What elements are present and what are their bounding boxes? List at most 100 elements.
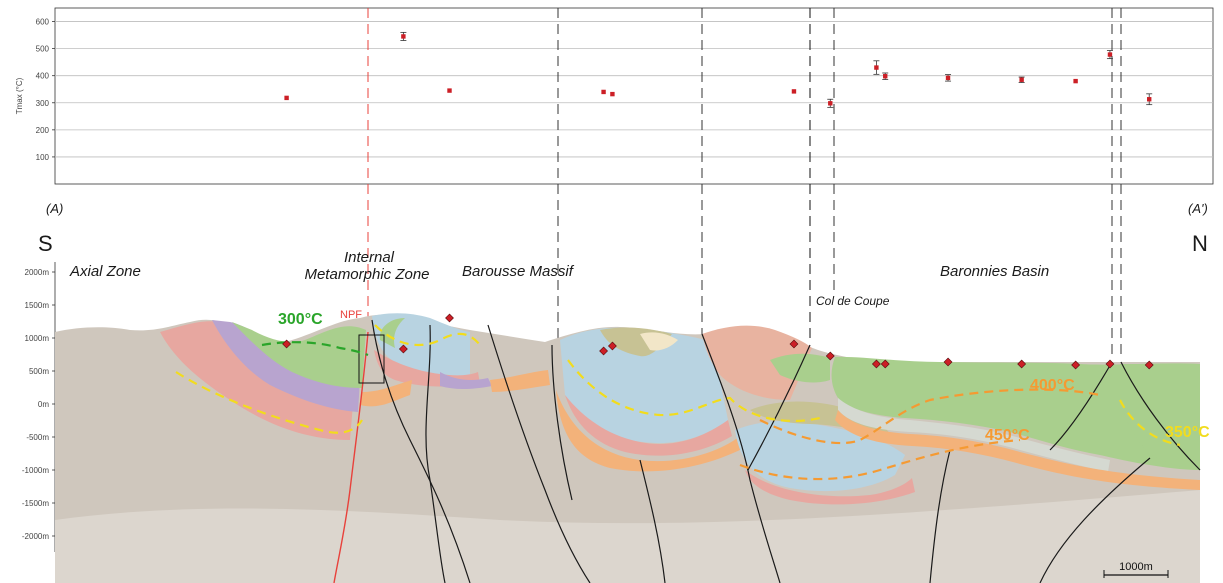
tmax-chart-frame — [54, 7, 1214, 185]
section-end-label: (A') — [1188, 201, 1208, 216]
fault-line — [639, 459, 666, 583]
depth-tick-label: 0m — [38, 400, 49, 409]
tmax-data-point — [601, 89, 606, 95]
scale-bar: 1000m — [1103, 561, 1169, 578]
isotherm-imz — [374, 324, 481, 347]
fault-line — [1120, 361, 1201, 471]
sample-site-marker — [607, 341, 617, 351]
sample-site-marker — [1017, 359, 1027, 369]
fault-line — [1049, 361, 1113, 451]
depth-tick-label: 1000m — [25, 334, 50, 343]
fault-line — [551, 344, 573, 501]
isotherm-400-line — [759, 388, 1101, 445]
axial-green-unit — [232, 322, 366, 388]
sample-site-marker — [825, 351, 835, 361]
section-start-label: (A) — [46, 201, 63, 216]
baronnies-green-unit — [831, 356, 1200, 470]
orange-base-belt-1 — [360, 380, 412, 407]
imz-purple-unit — [440, 372, 492, 389]
fault-line — [929, 449, 951, 583]
fault-line — [425, 324, 446, 583]
inset-location-box — [358, 334, 385, 384]
tmax-data-point — [791, 89, 797, 94]
imz-label-line2: Metamorphic Zone — [304, 266, 429, 283]
barousse-orange-base — [556, 390, 744, 472]
tmax-data-point — [1107, 52, 1113, 57]
barousse-blue-fold — [560, 327, 728, 444]
isotherm-barousse — [567, 359, 821, 423]
isotherm-450-line — [739, 438, 1021, 481]
sample-site-marker — [880, 359, 890, 369]
col-de-coupe-khaki-unit — [750, 401, 895, 440]
baronnies-right-green — [1120, 364, 1200, 470]
npf-label: NPF — [340, 309, 362, 321]
isotherm-450-label: 450°C — [985, 427, 1030, 444]
tmax-data-point — [610, 91, 615, 97]
isotherm-350-line — [1119, 399, 1181, 447]
sample-site-marker — [398, 344, 408, 354]
depth-tick-label: -500m — [26, 433, 49, 442]
sample-site-marker — [1071, 360, 1081, 370]
orange-base-belt-2 — [490, 370, 550, 392]
isotherm-350-axial — [175, 371, 363, 434]
barousse-massif-label: Barousse Massif — [462, 263, 575, 280]
col-de-coupe-label: Col de Coupe — [816, 294, 890, 308]
tmax-data-point — [1019, 77, 1024, 82]
tmax-data-points — [284, 31, 1153, 108]
sample-site-marker — [1144, 360, 1154, 370]
tmax-data-point — [401, 34, 406, 39]
imz-green-unit — [379, 318, 405, 348]
sample-site-marker — [789, 339, 799, 349]
fault-line — [371, 319, 471, 583]
tmax-tick-label: 200 — [36, 126, 50, 135]
fault-line — [1039, 457, 1151, 583]
baronnies-grey-layer — [838, 398, 1110, 472]
sample-site-marker — [445, 313, 454, 323]
sample-site-marker — [1105, 359, 1115, 369]
tmax-tick-label: 100 — [36, 153, 50, 162]
tmax-data-point — [883, 74, 888, 79]
sample-site-marker — [282, 339, 292, 349]
isotherm-350-label: 350°C — [1165, 424, 1210, 441]
col-de-coupe-pink-unit — [702, 325, 812, 400]
barousse-pink-base — [565, 395, 732, 456]
fault-line — [487, 324, 591, 583]
depth-tick-label: -1500m — [22, 499, 49, 508]
depth-tick-label: -2000m — [22, 532, 49, 541]
depth-tick-label: 2000m — [25, 268, 50, 277]
section-boundary-lines — [367, 8, 1122, 355]
tmax-data-point — [1073, 78, 1078, 84]
south-label: S — [38, 231, 53, 256]
basement-lower — [55, 490, 1200, 583]
col-de-coupe-pink-base — [745, 470, 915, 505]
fault-line — [701, 333, 781, 583]
tmax-data-point — [828, 101, 833, 106]
baronnies-basin-label: Baronnies Basin — [940, 263, 1049, 280]
fault-lines — [371, 319, 1201, 583]
depth-axis: 2000m1500m1000m500m0m-500m-1000m-1500m-2… — [22, 268, 55, 541]
barousse-cream-unit — [640, 332, 678, 351]
tmax-data-point — [874, 65, 879, 70]
tmax-data-point — [284, 95, 289, 101]
tmax-tick-label: 300 — [36, 99, 50, 108]
tmax-tick-label: 500 — [36, 45, 50, 54]
north-label: N — [1192, 231, 1208, 256]
isotherm-300-label: 300°C — [278, 311, 323, 328]
section-sample-markers — [282, 313, 1154, 370]
tmax-gridlines — [55, 21, 1213, 158]
axial-pink-unit — [160, 321, 355, 440]
tmax-tick-label: 600 — [36, 18, 50, 27]
depth-tick-label: -1000m — [22, 466, 49, 475]
sample-site-marker — [871, 359, 881, 369]
scale-bar-label: 1000m — [1119, 561, 1153, 573]
fault-line — [747, 344, 811, 471]
sample-site-marker — [943, 357, 953, 367]
tmax-data-point — [447, 88, 452, 93]
npf-fault-line — [333, 331, 369, 583]
isotherm-400-label: 400°C — [1030, 377, 1075, 394]
tmax-data-point — [945, 75, 951, 81]
imz-pink-unit — [374, 350, 480, 387]
